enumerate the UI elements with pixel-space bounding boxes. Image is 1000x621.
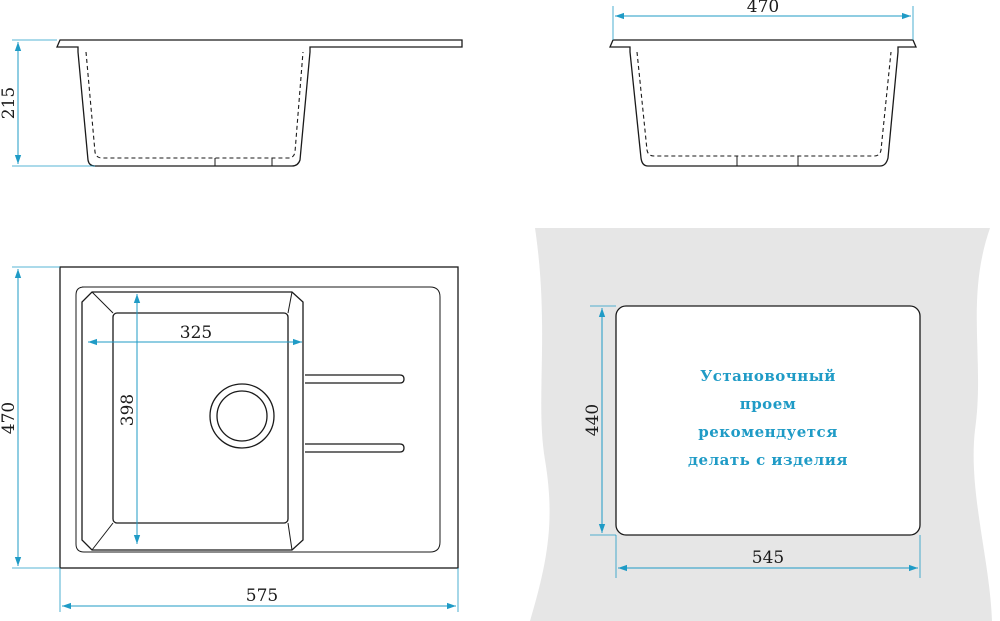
- cutout-note-line-1: Установочный: [700, 367, 836, 385]
- cutout-note-line-3: рекомендуется: [698, 423, 838, 441]
- sink-outline: [59, 266, 459, 569]
- front-view: 470: [609, 0, 917, 167]
- bowl-inner: [112, 312, 289, 524]
- top-height-label: 470: [0, 402, 19, 434]
- bowl-width-label: 325: [180, 323, 212, 343]
- top-view: 470 575 325 398: [0, 266, 459, 612]
- cutout-note-line-2: проем: [740, 395, 797, 413]
- cutout-opening: [615, 305, 921, 536]
- side-height-label: 215: [0, 87, 19, 119]
- top-width-label: 575: [246, 586, 278, 606]
- cutout-width-label: 545: [752, 548, 784, 568]
- side-view: 215: [0, 39, 463, 167]
- cutout-note-line-4: делать с изделия: [688, 451, 848, 469]
- drain-outer: [209, 383, 275, 449]
- cutout-view: 440 545 Установочный проем рекомендуется…: [530, 228, 992, 621]
- drain-inner: [216, 390, 268, 442]
- front-width-label: 470: [747, 0, 779, 17]
- cutout-height-label: 440: [583, 404, 603, 436]
- bowl-height-label: 398: [118, 394, 138, 426]
